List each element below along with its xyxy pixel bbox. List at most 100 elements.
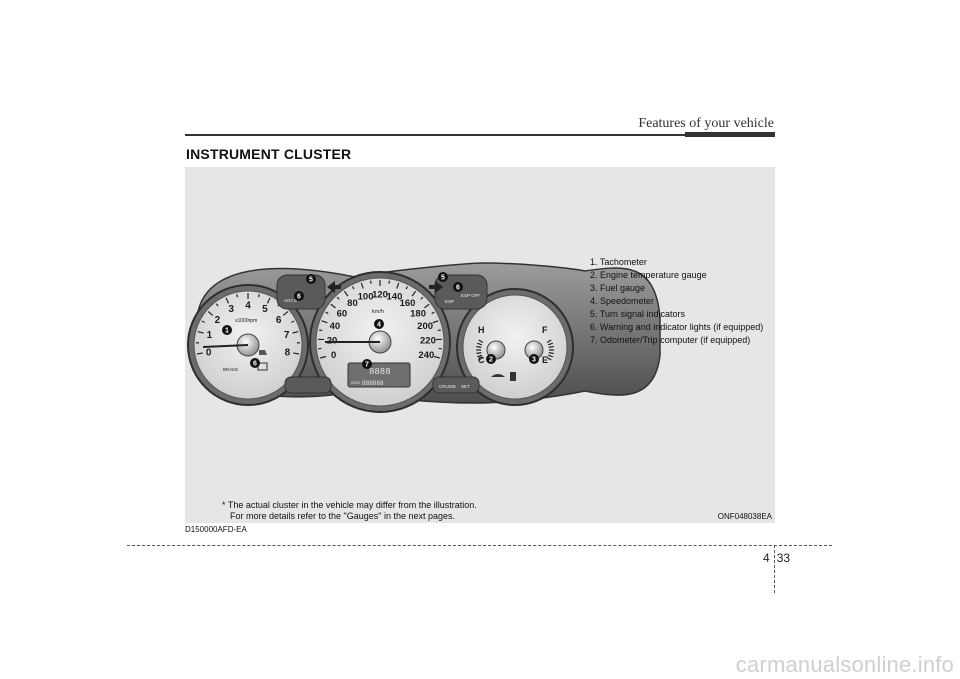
dial-number: 240 — [418, 350, 434, 361]
callout-badges: 1 2 3 4 5 5 6 6 6 7 — [222, 272, 539, 369]
header-rule — [185, 134, 775, 136]
document-code: D150000AFD-EA — [185, 525, 247, 534]
major-tick — [321, 320, 328, 324]
gauge-tick — [547, 342, 553, 346]
major-tick — [292, 330, 299, 334]
svg-text:5: 5 — [309, 277, 313, 284]
lcd-digits: 8888 — [369, 367, 391, 377]
figure-code: ONF048038EA — [717, 512, 772, 521]
temp-hot-label: H — [478, 325, 485, 335]
gauge-tick — [548, 352, 554, 355]
tach-ticks — [196, 293, 300, 355]
gauge-tick — [478, 356, 484, 361]
dial-number: 40 — [330, 321, 341, 332]
svg-text:6: 6 — [297, 294, 301, 301]
major-tick — [396, 282, 400, 289]
svg-text:5: 5 — [441, 275, 445, 282]
esp-off-label: ESP OFF — [461, 293, 480, 298]
dial-number: 100 — [358, 292, 374, 303]
minor-tick — [236, 294, 238, 298]
gauge-tick — [477, 342, 483, 346]
gauge-tick — [546, 339, 552, 344]
left-turn-arrow-icon — [327, 281, 341, 293]
dial-number: 180 — [410, 308, 426, 319]
temp-fuel-ticks — [476, 339, 554, 361]
callout-turn-right: 5 — [438, 272, 448, 282]
major-tick — [225, 297, 230, 304]
svg-text:2: 2 — [489, 357, 493, 364]
gauge-tick — [476, 345, 482, 348]
dial-number: 60 — [337, 308, 348, 319]
callout-temperature: 2 — [486, 354, 496, 364]
major-tick — [432, 320, 439, 324]
legend-item: 1. Tachometer — [590, 257, 647, 267]
callout-warning-right: 6 — [453, 282, 463, 292]
minor-tick — [258, 294, 260, 298]
gauge-tick — [478, 339, 484, 344]
cruise-label: CRUISE — [439, 384, 456, 389]
major-tick — [411, 290, 417, 297]
right-turn-arrow-icon — [429, 281, 443, 293]
minor-tick — [420, 296, 424, 300]
fuel-full-label: F — [542, 325, 548, 335]
major-tick — [433, 355, 441, 359]
tach-unit-label: x1000rpm — [235, 318, 257, 324]
svg-text:4: 4 — [377, 322, 381, 329]
minor-tick — [291, 320, 295, 323]
bottom-indicator-pods: CRUISE SET — [284, 376, 480, 394]
legend-item: 3. Fuel gauge — [590, 283, 646, 293]
minor-tick — [352, 286, 355, 290]
footnote-line-2: For more details refer to the "Gauges" i… — [230, 511, 456, 521]
dial-number: 20 — [327, 335, 338, 346]
footer-divider — [774, 545, 775, 593]
major-tick — [360, 282, 364, 289]
fuel-pump-icon — [510, 372, 516, 381]
dial-number: 5 — [262, 304, 268, 315]
major-tick — [197, 330, 204, 334]
major-tick — [343, 290, 349, 297]
major-tick — [319, 355, 327, 359]
legend-item: 5. Turn signal indicators — [590, 309, 686, 319]
dial-number: 0 — [331, 350, 336, 361]
major-tick — [330, 303, 336, 309]
header-accent-bar — [685, 132, 775, 137]
speed-unit-label: km/h — [372, 309, 384, 315]
agcs-label: AGCS — [284, 298, 297, 303]
major-tick — [293, 352, 300, 355]
figure-legend: 1. Tachometer 2. Engine temperature gauge… — [590, 256, 763, 347]
fuel-empty-label: E — [542, 355, 548, 365]
callout-warning-low: 6 — [250, 358, 260, 368]
callout-fuel: 3 — [529, 354, 539, 364]
minor-tick — [431, 311, 435, 315]
esp-label: ESP — [445, 299, 454, 304]
speed-ticks — [318, 280, 442, 359]
footnote-line-1: * The actual cluster in the vehicle may … — [222, 500, 477, 510]
svg-text:6: 6 — [456, 285, 460, 292]
legend-item: 7. Odometer/Trip computer (if equipped) — [590, 335, 751, 345]
gauge-tick — [546, 356, 552, 361]
dial-number: 3 — [228, 304, 234, 315]
section-header-title: Features of your vehicle — [638, 116, 774, 131]
minor-tick — [437, 329, 441, 332]
dial-number: 120 — [372, 290, 388, 301]
dial-number: 80 — [347, 298, 358, 309]
watermark: carmanualsonline.info — [735, 652, 954, 677]
page-title: INSTRUMENT CLUSTER — [186, 146, 352, 162]
dial-number: 160 — [400, 298, 416, 309]
minor-tick — [336, 296, 340, 300]
odo-label: ODO — [351, 380, 360, 385]
gauge-tick — [547, 354, 553, 358]
page-number-value: 33 — [776, 551, 791, 565]
dial-number: 4 — [245, 301, 251, 312]
legend-item: 2. Engine temperature gauge — [590, 270, 707, 280]
callout-turn-left: 5 — [306, 274, 316, 284]
dial-number: 6 — [276, 315, 282, 326]
minor-tick — [405, 286, 408, 290]
major-tick — [266, 297, 271, 304]
